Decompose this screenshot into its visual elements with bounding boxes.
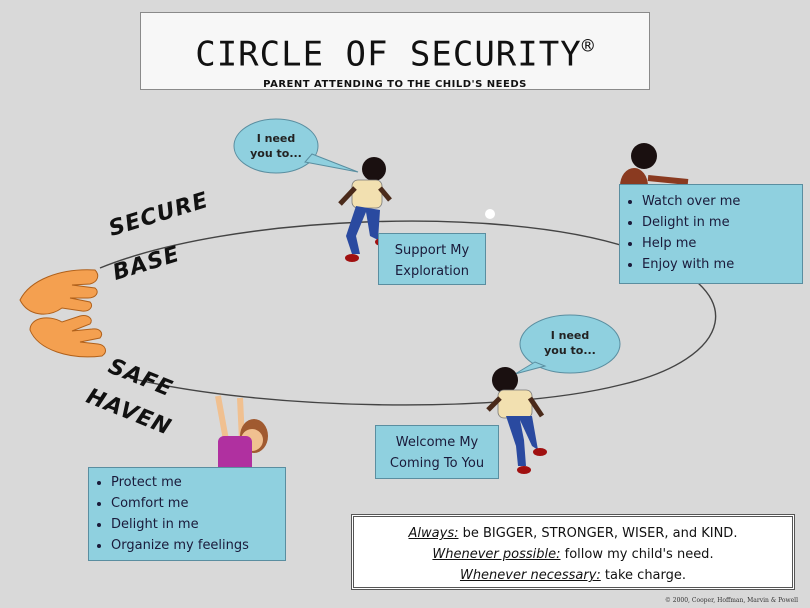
top-need-item: Enjoy with me <box>642 254 802 275</box>
registered-mark: ® <box>581 34 595 58</box>
top-need-item: Watch over me <box>642 191 802 212</box>
top-need-item: Help me <box>642 233 802 254</box>
bottom-need-item: Comfort me <box>111 493 285 514</box>
speech-bubble-top <box>233 118 359 174</box>
speech-bubble-bottom <box>514 314 621 375</box>
rule-whenever-possible: Whenever possible: follow my child's nee… <box>432 547 714 562</box>
bubble-bottom-text: I need you to... <box>544 329 596 357</box>
bottom-need-item: Delight in me <box>111 514 285 535</box>
copyright-notice: © 2000, Cooper, Hoffman, Marvin & Powell <box>664 597 798 604</box>
diagram-subtitle: PARENT ATTENDING TO THE CHILD'S NEEDS <box>263 79 527 91</box>
child-walking-bottom-icon <box>486 367 547 474</box>
white-dot <box>485 209 495 219</box>
top-need-item: Delight in me <box>642 212 802 233</box>
bottom-need-item: Organize my feelings <box>111 535 285 556</box>
bottom-need-item: Protect me <box>111 472 285 493</box>
bubble-top-text: I need you to... <box>250 132 302 160</box>
hands-icon <box>19 269 106 358</box>
top-needs-list: Watch over meDelight in meHelp meEnjoy w… <box>620 191 802 275</box>
circle-path <box>99 220 717 406</box>
rule-whenever-necessary: Whenever necessary: take charge. <box>459 568 687 583</box>
title-box: CIRCLE OF SECURITY® PARENT ATTENDING TO … <box>140 12 650 90</box>
welcome-coming-box: Welcome My Coming To You <box>375 425 499 479</box>
child-walking-top-icon <box>338 157 392 262</box>
rule-always: Always: be BIGGER, STRONGER, WISER, and … <box>408 526 738 541</box>
top-needs-box: Watch over meDelight in meHelp meEnjoy w… <box>619 184 803 284</box>
bottom-needs-box: Protect meComfort meDelight in meOrganiz… <box>88 467 286 561</box>
support-exploration-box: Support My Exploration <box>378 233 486 285</box>
caregiving-rules-box: Always: be BIGGER, STRONGER, WISER, and … <box>351 514 795 590</box>
diagram-title: CIRCLE OF SECURITY® <box>195 34 595 75</box>
bottom-needs-list: Protect meComfort meDelight in meOrganiz… <box>89 472 285 556</box>
